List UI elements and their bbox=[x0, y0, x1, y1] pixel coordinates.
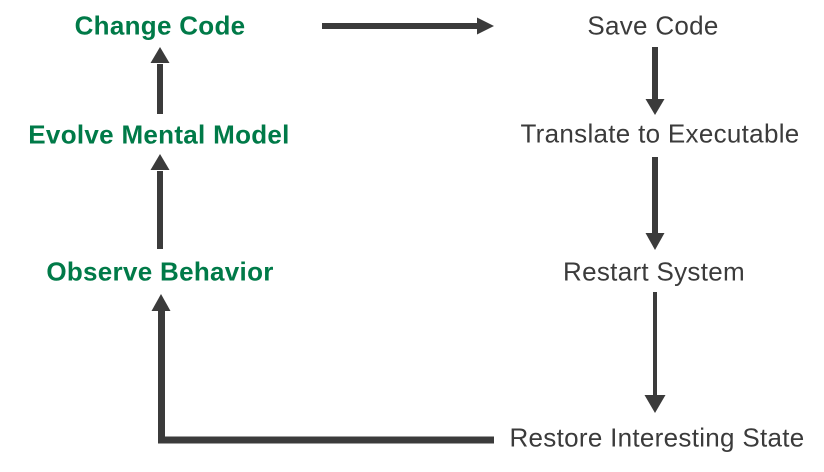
node-translate-to-executable: Translate to Executable bbox=[520, 118, 800, 149]
arrow-restart-to-restore bbox=[644, 292, 666, 413]
node-evolve-mental-model: Evolve Mental Model bbox=[28, 119, 290, 150]
arrow-restore-to-observe bbox=[151, 294, 494, 444]
arrow-change-code-to-save-code bbox=[322, 17, 494, 35]
node-restart-system: Restart System bbox=[563, 256, 745, 287]
arrow-evolve-to-change bbox=[150, 47, 170, 114]
node-change-code: Change Code bbox=[74, 10, 246, 41]
arrow-observe-to-evolve bbox=[150, 154, 170, 249]
node-save-code: Save Code bbox=[587, 10, 719, 41]
node-restore-interesting-state: Restore Interesting State bbox=[509, 422, 805, 453]
arrow-save-code-to-translate bbox=[645, 47, 665, 115]
arrow-translate-to-restart bbox=[645, 157, 665, 250]
node-observe-behavior: Observe Behavior bbox=[46, 256, 274, 287]
